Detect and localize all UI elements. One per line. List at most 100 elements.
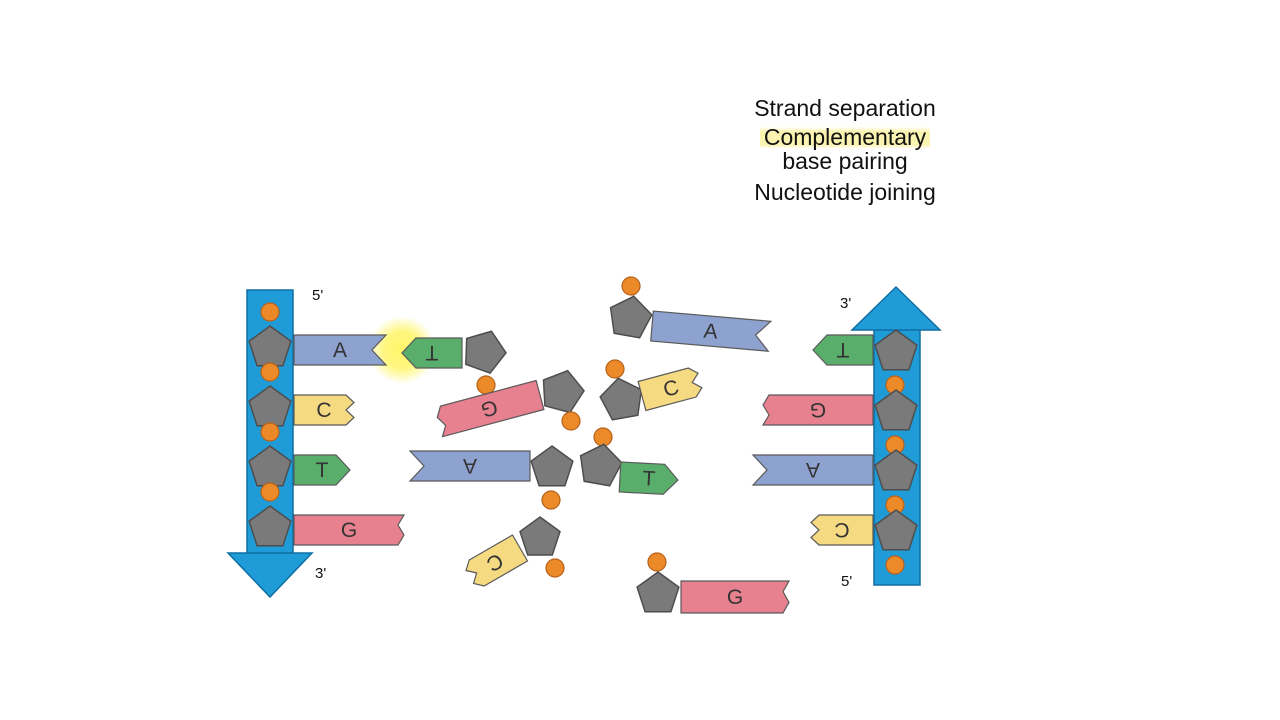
free-base-G-8: G <box>680 580 791 614</box>
right-base-tab-3-letter: A <box>806 458 820 481</box>
right-base-tab-2-letter: G <box>810 398 826 421</box>
step-complementary: Complementary <box>720 124 970 150</box>
free-phosphate-5 <box>541 490 561 510</box>
free-base-A-5-shape <box>408 450 531 482</box>
free-sugar-6 <box>579 443 623 487</box>
right-base-tab-3: A <box>751 454 874 486</box>
left-base-tab-4-shape <box>293 514 406 546</box>
free-sugar-7 <box>519 516 561 556</box>
free-nucleotide-G-8: G <box>680 580 791 614</box>
free-base-T-1: T <box>401 337 463 369</box>
left-base-T-3: T <box>293 454 351 486</box>
free-sugar-8 <box>636 571 680 613</box>
free-base-A-2-letter: A <box>703 320 719 344</box>
left-base-tab-2-letter: C <box>316 399 331 422</box>
right-base-tab-1: T <box>812 334 874 366</box>
right-sugar-3 <box>874 449 918 491</box>
left-base-tab-4-letter: G <box>341 519 357 542</box>
free-sugar-3 <box>542 369 585 414</box>
left-base-tab-3-shape <box>293 454 351 486</box>
left-base-G-4: G <box>293 514 406 546</box>
left-base-tab-1-letter: A <box>333 339 347 362</box>
free-nucleotide-T-1: T <box>401 337 463 369</box>
right-base-tab-1-letter: T <box>836 338 849 361</box>
left-phosphate-3 <box>260 422 280 442</box>
left-base-tab-2-shape <box>293 394 355 426</box>
free-base-G-3-letter: G <box>478 395 500 421</box>
free-nucleotide-G-3: G <box>436 379 545 438</box>
free-sugar-1 <box>465 330 507 374</box>
left-phosphate-1 <box>260 302 280 322</box>
free-phosphate-1 <box>476 375 496 395</box>
left-phosphate-4 <box>260 482 280 502</box>
right-base-tab-3-shape <box>751 454 874 486</box>
left-base-tab-3-letter: T <box>316 459 329 482</box>
step-complementary-highlight: Complementary <box>759 124 931 150</box>
free-base-T-1-shape <box>401 337 463 369</box>
left-sugar-4 <box>248 505 292 547</box>
right-sugar-4 <box>874 509 918 551</box>
free-phosphate-2 <box>621 276 641 296</box>
free-base-G-3: G <box>436 379 545 438</box>
free-nucleotide-C-7: C <box>465 534 529 587</box>
left-base-tab-2: C <box>293 394 355 426</box>
left-top-label: 5' <box>312 287 323 304</box>
free-base-C-7: C <box>465 534 529 587</box>
right-base-tab-2: G <box>761 394 874 426</box>
right-sugar-1 <box>874 329 918 371</box>
right-base-A-3: A <box>751 454 874 486</box>
right-base-C-4: C <box>810 514 874 546</box>
right-backbone-arrowhead <box>850 285 942 331</box>
free-phosphate-7 <box>545 558 565 578</box>
right-sugar-2 <box>874 389 918 431</box>
free-base-A-5: A <box>408 450 531 482</box>
right-bottom-label: 5' <box>841 573 852 590</box>
free-base-G-8-letter: G <box>727 586 743 609</box>
right-phosphate-4 <box>885 555 905 575</box>
free-sugar-2 <box>609 295 653 339</box>
left-backbone-arrowhead <box>226 552 314 599</box>
free-phosphate-3 <box>561 411 581 431</box>
step-base-pairing: base pairing <box>782 148 908 174</box>
process-steps: Strand separation Complementary base pai… <box>720 94 970 206</box>
free-sugar-5 <box>530 445 574 487</box>
free-base-C-7-shape <box>465 534 529 587</box>
right-top-label: 3' <box>840 295 851 312</box>
free-phosphate-4 <box>605 359 625 379</box>
left-base-tab-4: G <box>293 514 406 546</box>
free-base-A-5-letter: A <box>463 454 477 477</box>
free-nucleotide-A-2: A <box>650 310 773 352</box>
free-base-G-8-shape <box>680 580 791 614</box>
left-base-C-2: C <box>293 394 355 426</box>
free-phosphate-6 <box>593 427 613 447</box>
free-base-T-1-letter: T <box>425 341 438 364</box>
free-base-A-2-shape <box>650 310 773 352</box>
free-base-C-4: C <box>637 367 703 412</box>
free-nucleotide-C-4: C <box>637 367 703 412</box>
left-base-tab-1: A <box>293 334 388 366</box>
free-nucleotide-T-6: T <box>618 461 679 495</box>
step-nucleotide-joining: Nucleotide joining <box>754 179 936 205</box>
left-base-tab-3: T <box>293 454 351 486</box>
free-base-A-2: A <box>650 310 773 352</box>
left-base-tab-1-shape <box>293 334 388 366</box>
free-sugar-4 <box>599 377 643 421</box>
free-nucleotide-A-5: A <box>408 450 531 482</box>
right-base-G-2: G <box>761 394 874 426</box>
free-base-G-3-shape <box>436 379 545 438</box>
nucleotide-parts: A C T G T G A C T A G C A T C G <box>248 276 918 614</box>
right-base-T-1: T <box>812 334 874 366</box>
free-base-C-4-letter: C <box>661 376 682 402</box>
free-base-C-4-shape <box>637 367 703 412</box>
free-base-T-6: T <box>618 461 679 495</box>
right-base-tab-4-shape <box>810 514 874 546</box>
left-base-A-1: A <box>293 334 388 366</box>
step-strand-separation: Strand separation <box>754 95 936 121</box>
left-phosphate-2 <box>260 362 280 382</box>
free-base-T-6-letter: T <box>642 467 656 491</box>
free-base-T-6-shape <box>618 461 679 495</box>
right-base-tab-2-shape <box>761 394 874 426</box>
right-base-tab-4-letter: C <box>834 518 849 541</box>
left-bottom-label: 3' <box>315 565 326 582</box>
